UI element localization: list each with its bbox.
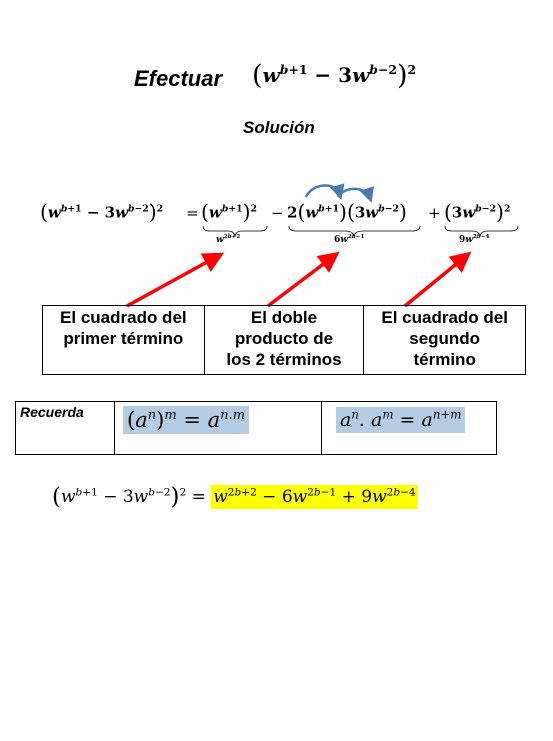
caption-middle: El doble producto de los 2 términos xyxy=(203,305,365,375)
equals-sign: = xyxy=(186,204,199,222)
curve-arrow-1 xyxy=(304,183,345,200)
final-lhs: (wb+1 − 3wb−2)2 xyxy=(52,484,187,510)
red-arrow-2 xyxy=(266,251,340,308)
result-first: w2b+2 xyxy=(216,234,241,245)
red-arrow-3 xyxy=(403,251,472,308)
term-last: (3wb−2)2 xyxy=(444,200,511,224)
caption-last: El cuadrado del segundo término xyxy=(363,305,526,375)
final-rhs-highlight: w2b+2 − 6w2b−1 + 9w2b−4 xyxy=(211,485,418,510)
title-row: Efectuar (wb+1 − 3wb−2)2 xyxy=(134,60,454,100)
underbrace-first xyxy=(202,225,268,237)
term-first: (wb+1)2 xyxy=(201,200,257,224)
remember-table: Recuerda (an)m = an.m an. am = an+m xyxy=(15,401,497,455)
rule-product-cell: an. am = an+m xyxy=(321,401,497,455)
final-equals: = xyxy=(191,487,212,508)
result-middle: 6w2b−1 xyxy=(334,234,365,245)
underbrace-middle xyxy=(288,225,421,237)
rule-product-of-powers: an. am = an+m xyxy=(336,407,466,434)
rule-power-of-power: (an)m = an.m xyxy=(123,406,250,434)
remember-label: Recuerda xyxy=(20,404,84,420)
caption-first: El cuadrado del primer término xyxy=(42,305,205,375)
expansion-line: (wb+1 − 3wb−2)2 xyxy=(40,200,164,224)
minus-sign: − xyxy=(271,204,284,222)
title-word: Efectuar xyxy=(134,66,223,91)
captions-table: El cuadrado del primer término El doble … xyxy=(42,305,526,375)
result-last: 9w2b−4 xyxy=(459,234,490,245)
underbrace-last xyxy=(444,225,519,237)
remember-label-cell: Recuerda xyxy=(15,401,115,455)
red-arrow-1 xyxy=(126,252,225,308)
rule-power-cell: (an)m = an.m xyxy=(114,401,322,455)
term-middle: 2(wb+1)(3wb−2) xyxy=(287,200,407,224)
solution-label: Solución xyxy=(243,118,315,137)
plus-sign: + xyxy=(428,204,441,222)
final-result: (wb+1 − 3wb−2)2 = w2b+2 − 6w2b−1 + 9w2b−… xyxy=(52,484,418,510)
curve-arrow-2 xyxy=(336,186,374,203)
title-expression: (wb+1 − 3wb−2)2 xyxy=(252,60,417,91)
